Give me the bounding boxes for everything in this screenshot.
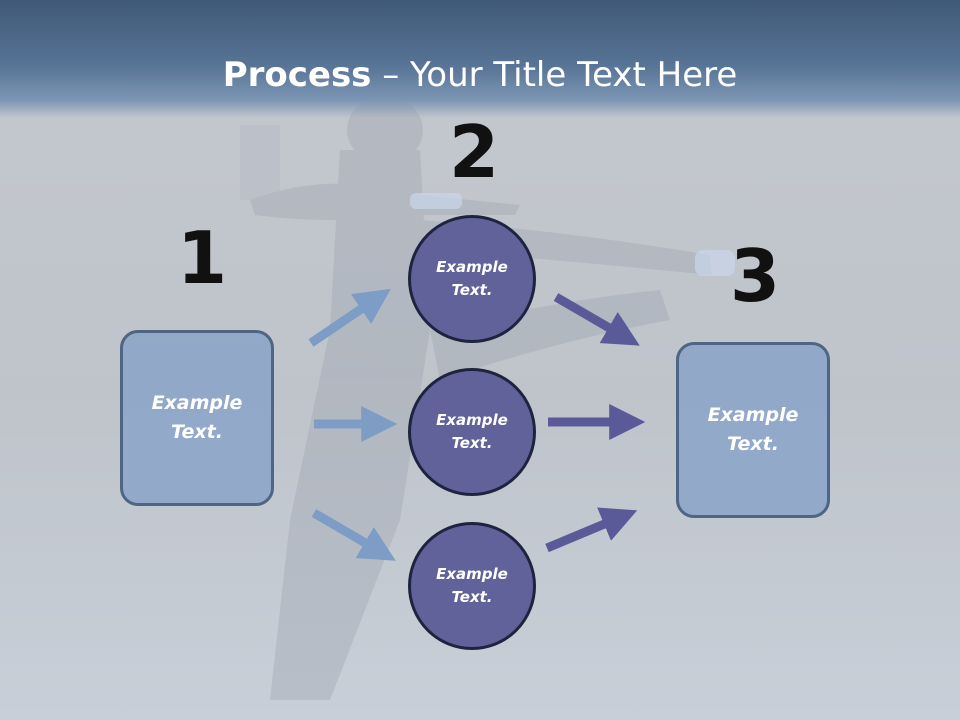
circle-1-label: Example Text. [436, 258, 508, 299]
right-box-label: Example Text. [707, 404, 799, 455]
circle-2-label: Example Text. [436, 411, 508, 452]
left-box: Example Text. [120, 330, 274, 506]
circle-2: Example Text. [408, 368, 536, 496]
title-bar [0, 0, 960, 118]
right-box: Example Text. [676, 342, 830, 518]
circle-1: Example Text. [408, 215, 536, 343]
step-number-2: 2 [449, 110, 500, 194]
step-number-1: 1 [177, 216, 228, 300]
left-box-label: Example Text. [151, 392, 243, 443]
title-bold: Process [222, 55, 372, 95]
circle-3-label: Example Text. [436, 565, 508, 606]
circle-3: Example Text. [408, 522, 536, 650]
step-number-3: 3 [730, 234, 781, 318]
title-rest: – Your Title Text Here [371, 55, 738, 95]
slide-title: Process – Your Title Text Here [0, 54, 960, 96]
